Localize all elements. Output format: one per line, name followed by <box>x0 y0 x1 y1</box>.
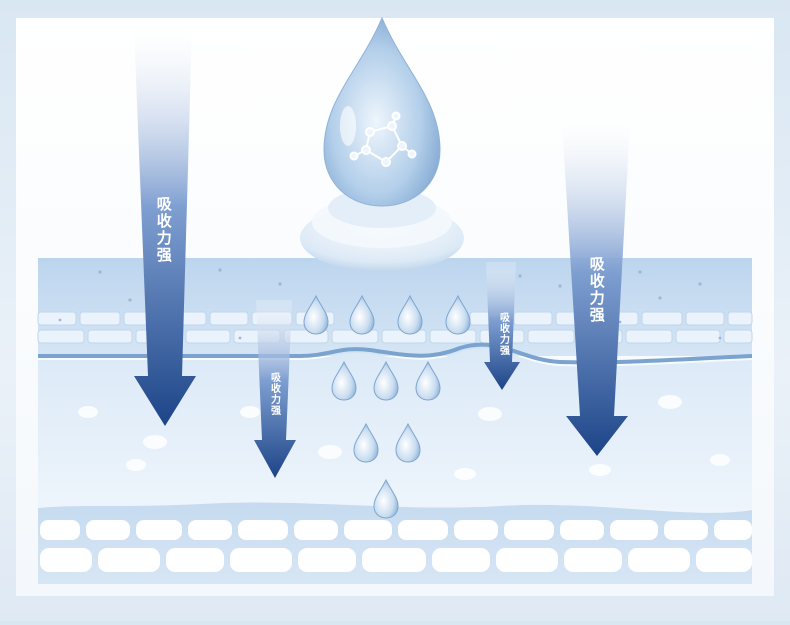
absorption-arrow-left <box>134 28 196 426</box>
arrow-label-left: 吸收力强 <box>154 196 173 264</box>
arrow-label-right: 吸收力强 <box>587 256 606 324</box>
absorption-arrow-center-left <box>254 300 296 478</box>
droplet-highlight <box>340 106 356 146</box>
arrow-label-center-left: 吸收力强 <box>268 372 280 416</box>
absorption-arrow-center-right <box>484 262 520 390</box>
water-splash <box>300 188 464 272</box>
molecule-icon <box>349 111 417 167</box>
small-water-droplets <box>303 294 471 519</box>
hypodermis-cells <box>40 520 752 572</box>
dermis-cells <box>78 395 730 480</box>
absorption-arrow-right <box>562 122 630 456</box>
arrow-label-center-right: 吸收力强 <box>497 312 509 356</box>
dermis-layer <box>38 348 752 513</box>
basement-membrane <box>38 342 753 365</box>
